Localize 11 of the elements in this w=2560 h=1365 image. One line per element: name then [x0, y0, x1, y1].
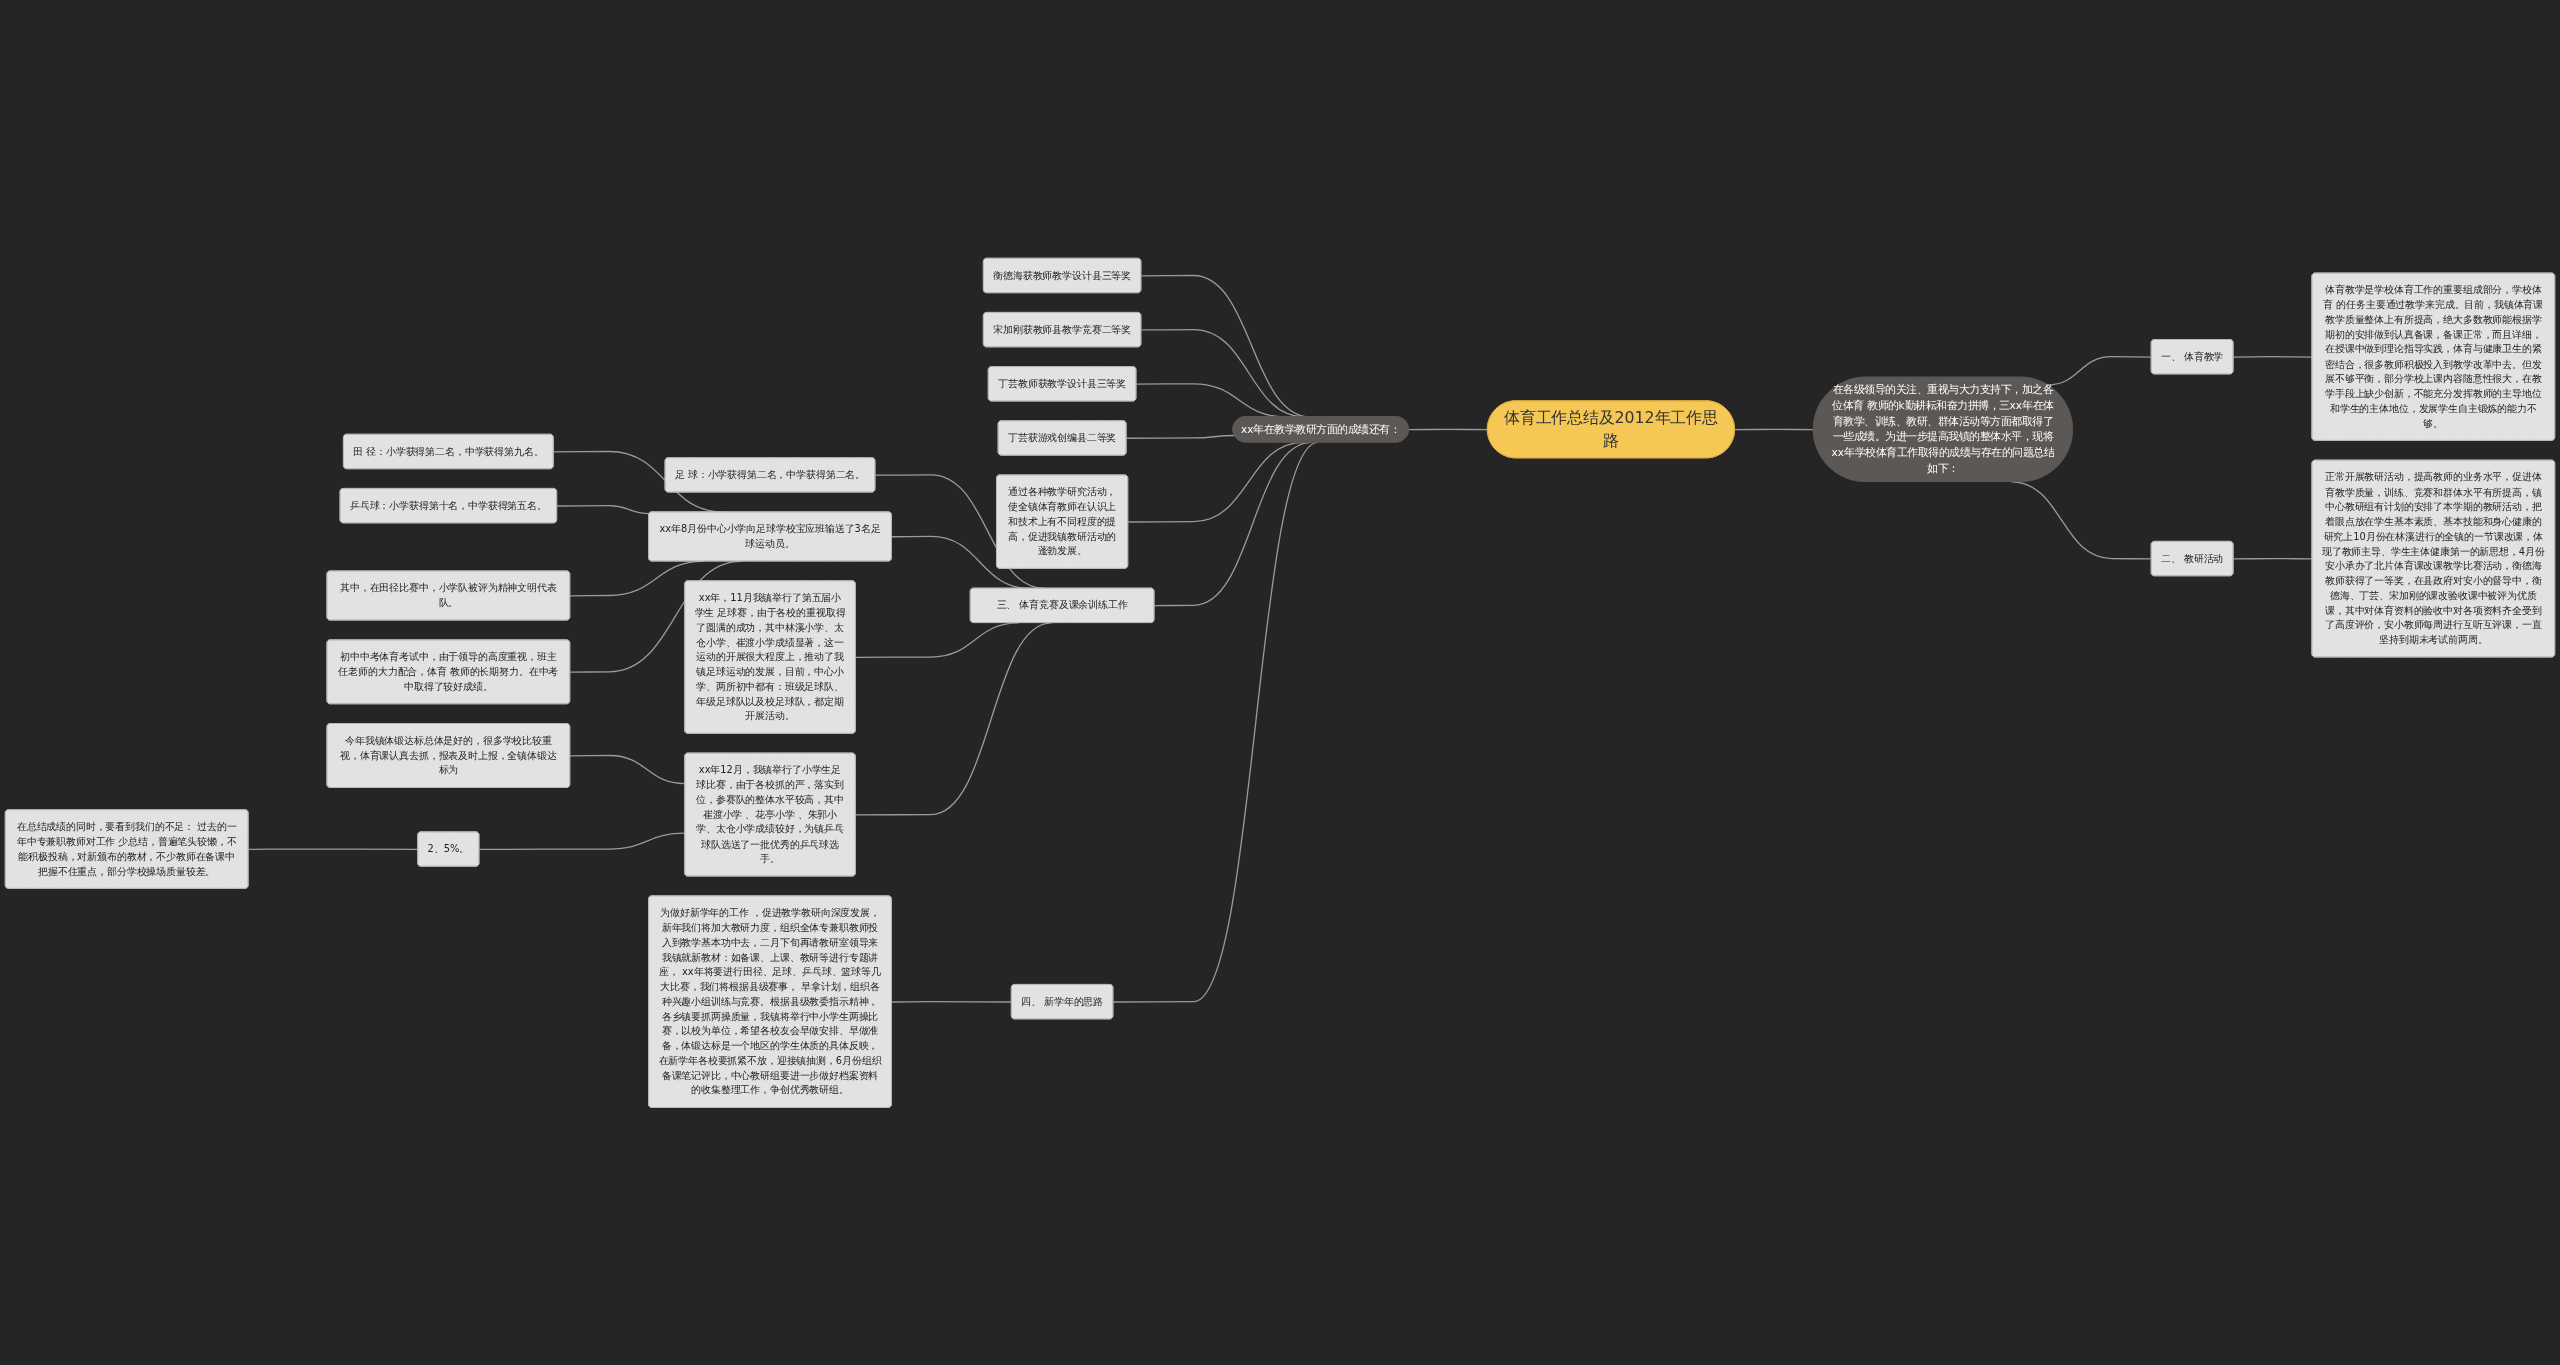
connector [247, 848, 419, 850]
connector [1408, 428, 1489, 430]
connector [2232, 557, 2313, 560]
connector [478, 832, 686, 850]
connector [891, 1000, 1013, 1003]
connector [1125, 434, 1236, 439]
connector [1734, 428, 1815, 430]
connector [2232, 355, 2313, 358]
connector [1112, 441, 1319, 1003]
connector [556, 504, 651, 514]
connector [569, 754, 686, 784]
